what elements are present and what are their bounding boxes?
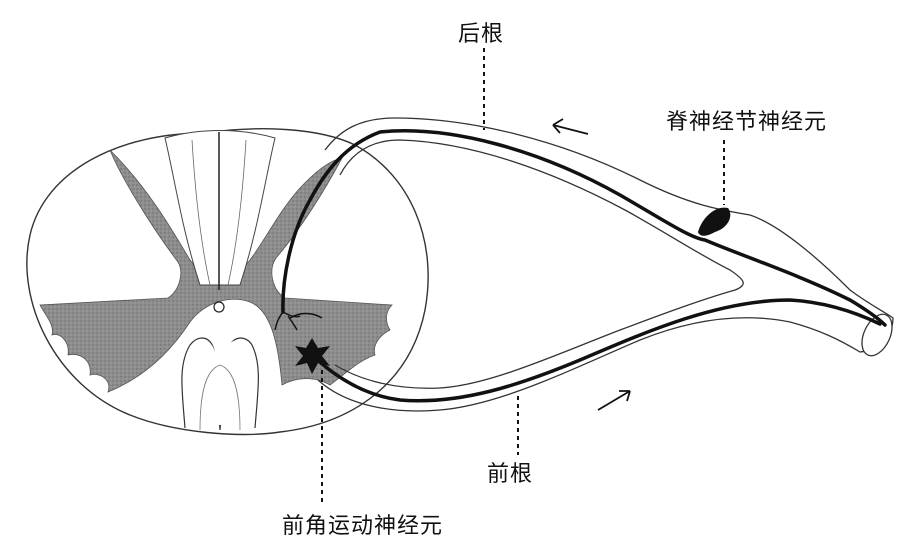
- dorsal-ganglion-neuron-label: 脊神经节神经元: [666, 110, 828, 135]
- spinal-cord-cross-section: [26, 128, 429, 436]
- motor-neuron-body: [295, 338, 330, 374]
- spinal-nerve: [274, 117, 894, 412]
- direction-arrows: [552, 118, 631, 411]
- nerve-inner-contour: [334, 139, 744, 389]
- anterior-fissure-fill: [183, 339, 258, 425]
- sensory-terminals: [274, 311, 323, 331]
- leader-lines: [321, 48, 725, 503]
- posterior-column-line-left: [191, 139, 211, 286]
- ventral-root-label: 前根: [487, 462, 534, 487]
- central-canal: [213, 301, 225, 313]
- anterior-fissure-inner: [199, 364, 241, 431]
- nerve-outer-contour: [317, 117, 894, 412]
- arrow-right-icon: [597, 390, 631, 411]
- anterior-horn-motor-neuron-label: 前角运动神经元: [282, 514, 444, 539]
- motor-fiber: [310, 298, 882, 403]
- posterior-column-line-right: [227, 139, 247, 286]
- posterior-column: [164, 130, 276, 286]
- dorsal-root-label: 后根: [458, 22, 505, 47]
- ganglion-neuron-body: [698, 207, 731, 236]
- arrow-left-icon: [552, 118, 589, 135]
- sensory-fiber: [281, 129, 887, 327]
